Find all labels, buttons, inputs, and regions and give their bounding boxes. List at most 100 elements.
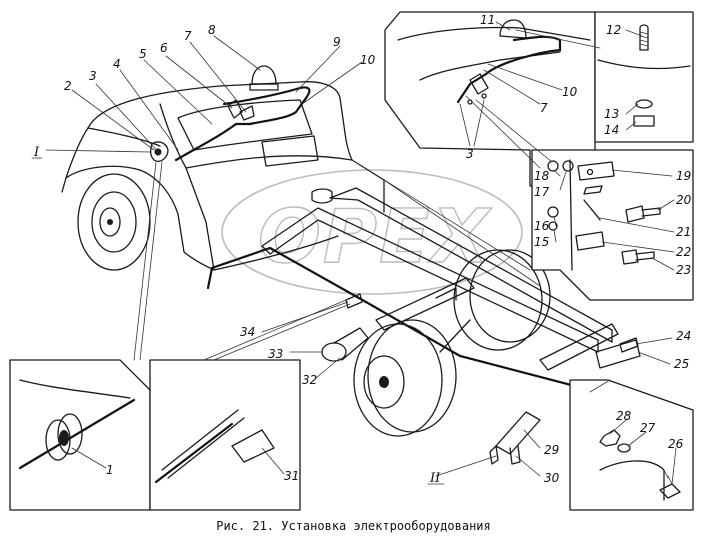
leader-7b bbox=[483, 69, 541, 105]
plate-22 bbox=[575, 231, 605, 251]
leader-8 bbox=[213, 35, 261, 71]
callout-15: 15 bbox=[534, 235, 549, 249]
inset-bracket-detail bbox=[531, 149, 694, 301]
callout-labels: 2 3 4 5 6 7 8 9 10 11 12 13 14 15 16 17 … bbox=[31, 13, 692, 486]
callout-11: 11 bbox=[480, 13, 495, 27]
inset-fastener-curve bbox=[597, 59, 691, 70]
roof-wire-harness bbox=[222, 86, 311, 126]
sidelight-33 bbox=[321, 342, 347, 362]
leader-14 bbox=[625, 121, 637, 131]
leader-clip-inset bbox=[203, 299, 347, 361]
washer-17 bbox=[562, 160, 574, 172]
callout-5: 5 bbox=[139, 47, 147, 61]
nut-14 bbox=[633, 115, 655, 127]
rear-lamp-assembly bbox=[489, 337, 641, 465]
cab-hood-front bbox=[61, 127, 89, 193]
rear-tire-outer-back bbox=[367, 319, 457, 433]
inset-roof-lower bbox=[419, 51, 561, 81]
inset-fastener-detail bbox=[594, 11, 694, 143]
bracket-30 bbox=[509, 445, 521, 465]
leader-26 bbox=[671, 447, 677, 485]
leader-31 bbox=[261, 447, 285, 475]
leader-5 bbox=[143, 59, 213, 125]
hood-line bbox=[87, 127, 161, 147]
inset-clip-detail bbox=[149, 359, 301, 511]
inset-roof-curve bbox=[397, 26, 591, 41]
bolt-20-head bbox=[625, 205, 645, 223]
rear-hub bbox=[363, 355, 405, 409]
leader-17 bbox=[559, 171, 567, 191]
inset-screw-3b bbox=[481, 93, 487, 99]
cross-member-rear bbox=[539, 323, 619, 371]
leader-rear-inset bbox=[589, 379, 611, 393]
leader-roof-to-bracket bbox=[475, 99, 553, 163]
inset-rear-fastener-frame bbox=[569, 379, 694, 511]
wire-clamp-6 bbox=[227, 99, 243, 119]
callout-10: 10 bbox=[360, 53, 376, 67]
leader-6 bbox=[165, 55, 233, 109]
bolt-23-head bbox=[621, 249, 639, 265]
callout-10-inset: 10 bbox=[562, 85, 578, 99]
rear-lamp-24-lens bbox=[619, 337, 639, 353]
grommet-2 bbox=[150, 141, 169, 162]
wire-clamp-7 bbox=[239, 105, 255, 121]
leader-9 bbox=[295, 45, 341, 93]
leader-34 bbox=[261, 301, 349, 333]
callout-7: 7 bbox=[184, 29, 192, 43]
callout-29: 29 bbox=[544, 443, 559, 457]
leader-4 bbox=[119, 69, 179, 151]
leader-lines bbox=[45, 21, 677, 485]
callout-9: 9 bbox=[333, 35, 341, 49]
callout-24: 24 bbox=[676, 329, 691, 343]
cab-roof-outline bbox=[87, 81, 353, 161]
leader-29 bbox=[523, 429, 541, 449]
front-tire-rim bbox=[91, 191, 137, 253]
leader-18 bbox=[553, 169, 561, 177]
inset-clip-rail-1 bbox=[161, 409, 239, 471]
bolt-26-head bbox=[659, 483, 681, 499]
frame-clip-34 bbox=[345, 293, 363, 309]
inset-roof-detail bbox=[384, 11, 596, 187]
leader-23 bbox=[651, 257, 675, 271]
frame-wire-harness bbox=[206, 246, 600, 394]
callout-13: 13 bbox=[604, 107, 619, 121]
roof-lamp-assembly bbox=[150, 65, 311, 162]
leader-21 bbox=[599, 217, 675, 233]
cross-member-bracket bbox=[435, 287, 457, 301]
callout-21: 21 bbox=[676, 225, 691, 239]
cab-window bbox=[177, 99, 313, 151]
roof-lamp-8 bbox=[251, 65, 277, 85]
grommet-1-core bbox=[59, 430, 69, 446]
front-wheel bbox=[77, 173, 151, 271]
callout-1: 1 bbox=[106, 463, 114, 477]
leader-roof-inset-12 bbox=[515, 29, 601, 49]
inset-clip-frame bbox=[149, 359, 301, 511]
callout-7-inset: 7 bbox=[540, 101, 548, 115]
callout-25: 25 bbox=[674, 357, 689, 371]
inset-fastener-frame bbox=[594, 11, 694, 143]
plate-19-hole bbox=[586, 168, 594, 176]
leader-bracket-inset-2 bbox=[383, 179, 541, 287]
roof-wire-down bbox=[174, 122, 252, 162]
sidelight-32-body bbox=[333, 327, 369, 361]
watermark: OPEX bbox=[221, 169, 523, 295]
callout-28: 28 bbox=[616, 409, 632, 423]
leader-22 bbox=[601, 241, 675, 253]
cab-bottom-line bbox=[213, 235, 339, 271]
grommet-1-a bbox=[45, 419, 71, 461]
callout-23: 23 bbox=[676, 263, 691, 277]
leader-inset-i bbox=[133, 161, 157, 361]
truck-cab bbox=[61, 81, 385, 271]
callout-2: 2 bbox=[64, 79, 72, 93]
callout-3: 3 bbox=[89, 69, 97, 83]
inset-roof-wire bbox=[456, 35, 562, 104]
inset-grommet-detail bbox=[9, 359, 151, 511]
callout-34: 34 bbox=[240, 325, 255, 339]
callout-20: 20 bbox=[676, 193, 692, 207]
leader-view-ii bbox=[435, 455, 497, 477]
leader-11 bbox=[495, 21, 511, 31]
leader-1 bbox=[71, 447, 107, 469]
leader-3b-b bbox=[473, 99, 485, 147]
inset-roof-frame bbox=[384, 11, 596, 187]
